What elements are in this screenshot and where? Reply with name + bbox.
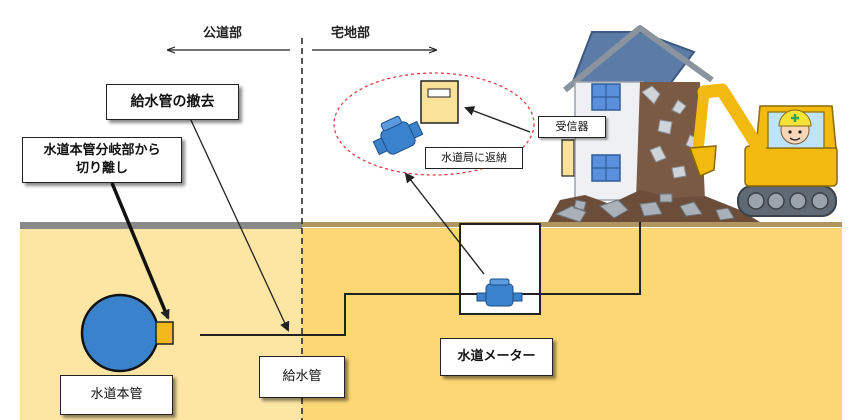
- cutoff-arrow: [110, 182, 170, 320]
- private-zone-label: 宅地部: [331, 26, 371, 41]
- service-pipe-line: [200, 222, 641, 336]
- water-main-label: 水道本管: [60, 375, 173, 415]
- road-surface: [20, 222, 302, 229]
- receiver-on-house-icon: [561, 139, 575, 177]
- cutoff-label: 水道本管分岐部から 切り離し: [22, 137, 182, 183]
- returned-items-oval: [333, 72, 535, 176]
- excavator-illustration: [688, 83, 838, 217]
- receiver-device-icon: [420, 80, 459, 124]
- public-zone-label: 公道部: [203, 26, 243, 41]
- lot-surface: [302, 222, 842, 227]
- receiver-label: 受信器: [538, 116, 606, 138]
- meter-label: 水道メーター: [440, 338, 553, 376]
- ground-private: [302, 228, 842, 420]
- removed-meter-icon: [372, 115, 424, 156]
- removal-label: 給水管の撤去: [106, 84, 239, 120]
- removal-arrow: [189, 117, 290, 332]
- return-label: 水道局に返納: [425, 147, 523, 169]
- house-demolition-illustration: [548, 25, 760, 223]
- service-pipe-label: 給水管: [259, 356, 345, 398]
- water-meter-icon: [476, 278, 523, 307]
- meter-return-arrow: [404, 172, 485, 275]
- branch-fitting: [155, 321, 174, 345]
- receiver-return-arrow: [464, 106, 531, 133]
- water-main-pipe: [80, 293, 160, 373]
